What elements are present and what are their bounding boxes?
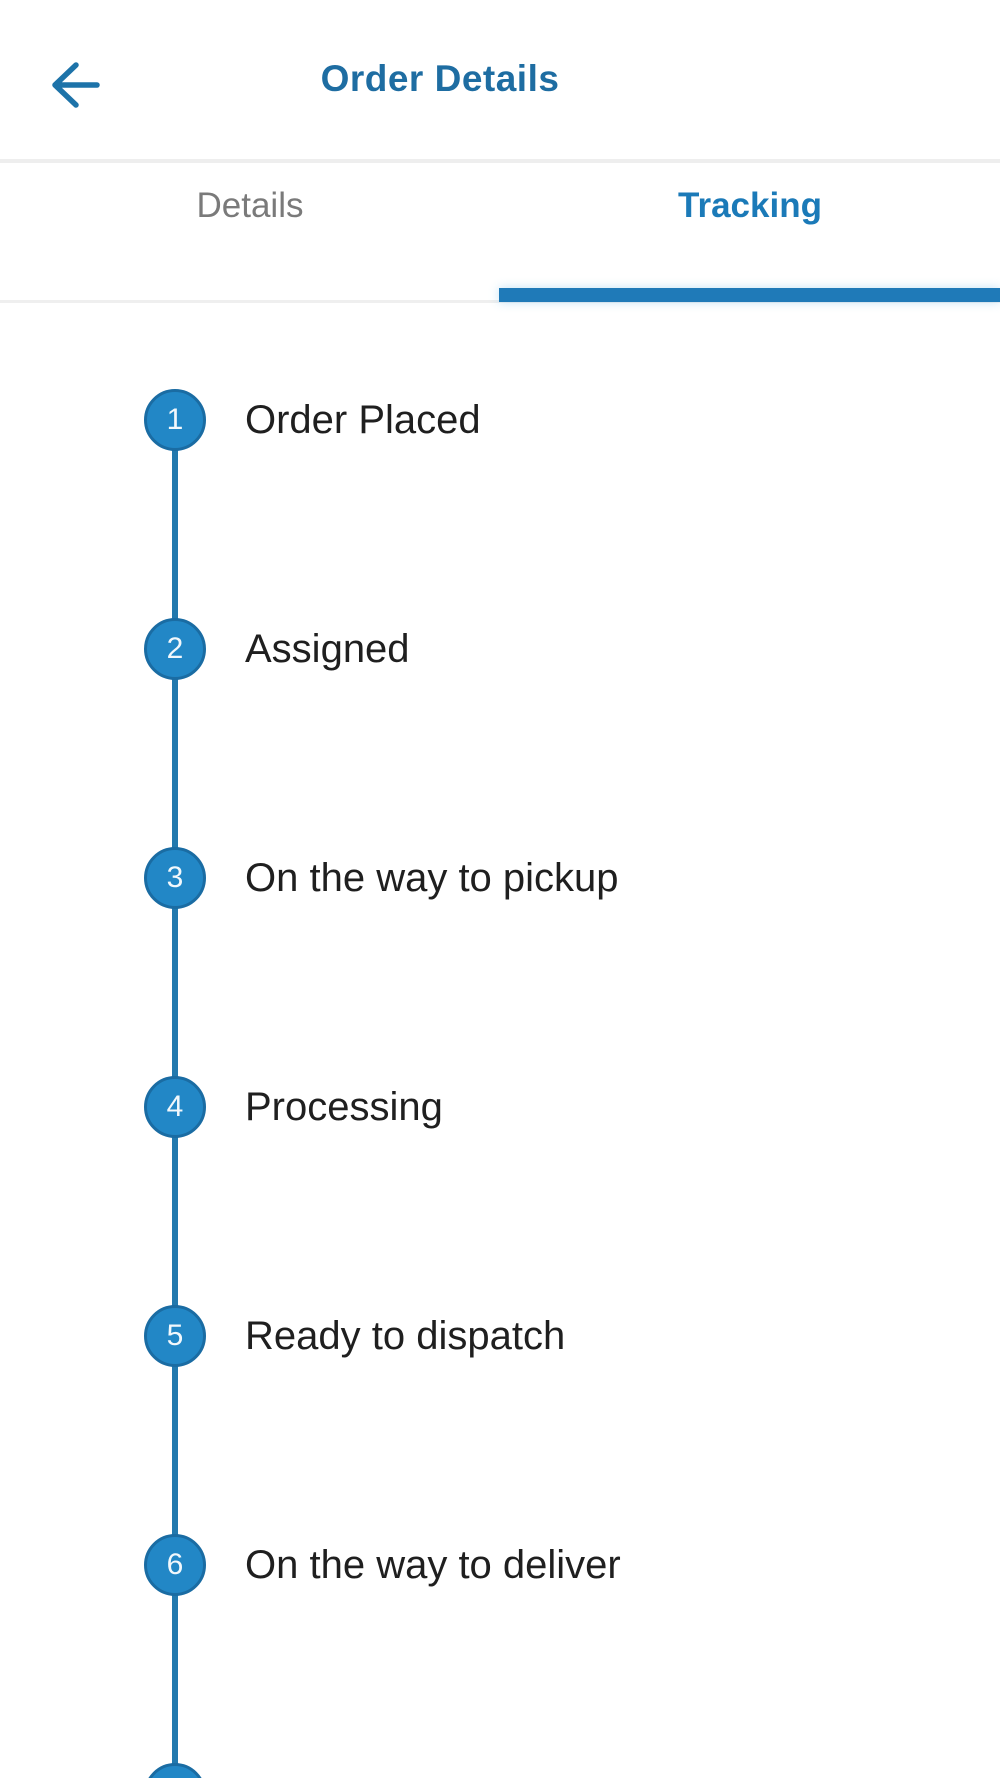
timeline-step: 3 On the way to pickup bbox=[144, 847, 619, 909]
timeline-step: 2 Assigned bbox=[144, 618, 410, 680]
step-number: 6 bbox=[166, 1548, 184, 1581]
timeline-step: 5 Ready to dispatch bbox=[144, 1305, 565, 1367]
step-label: On the way to pickup bbox=[245, 855, 619, 900]
step-number: 3 bbox=[166, 861, 184, 894]
timeline-step: 4 Processing bbox=[144, 1076, 443, 1138]
page-title: Order Details bbox=[320, 58, 560, 99]
back-button[interactable] bbox=[47, 58, 103, 114]
step-circle: 5 bbox=[144, 1305, 206, 1367]
active-tab-indicator bbox=[499, 288, 1000, 302]
step-circle: 3 bbox=[144, 847, 206, 909]
timeline-step: 6 On the way to deliver bbox=[144, 1534, 621, 1596]
header-divider bbox=[0, 159, 1000, 163]
step-label: On the way to deliver bbox=[245, 1542, 621, 1587]
step-label: Ready to dispatch bbox=[245, 1313, 566, 1358]
step-label: Assigned bbox=[245, 626, 410, 671]
tab-tracking[interactable]: Tracking bbox=[500, 163, 1000, 303]
step-label: Order Placed bbox=[245, 397, 481, 442]
step-label: Processing bbox=[245, 1084, 443, 1129]
header: Order Details bbox=[0, 0, 1000, 163]
step-circle: 1 bbox=[144, 389, 206, 451]
step-circle: 2 bbox=[144, 618, 206, 680]
timeline-step: 1 Order Placed bbox=[144, 389, 481, 451]
tab-details[interactable]: Details bbox=[0, 163, 500, 303]
step-number: 5 bbox=[166, 1319, 184, 1352]
step-circle: 6 bbox=[144, 1534, 206, 1596]
tab-bar: Details Tracking bbox=[0, 163, 1000, 303]
timeline-step bbox=[144, 1763, 245, 1778]
step-circle: 4 bbox=[144, 1076, 206, 1138]
step-number: 2 bbox=[166, 632, 184, 665]
step-number: 4 bbox=[166, 1090, 184, 1123]
tab-details-label: Details bbox=[196, 186, 304, 225]
tab-tracking-label: Tracking bbox=[678, 186, 822, 225]
step-circle bbox=[144, 1763, 206, 1778]
arrow-left-icon bbox=[47, 57, 103, 116]
tracking-timeline: 1 Order Placed 2 Assigned 3 On the way t… bbox=[0, 303, 1000, 1778]
step-number: 1 bbox=[166, 403, 184, 436]
